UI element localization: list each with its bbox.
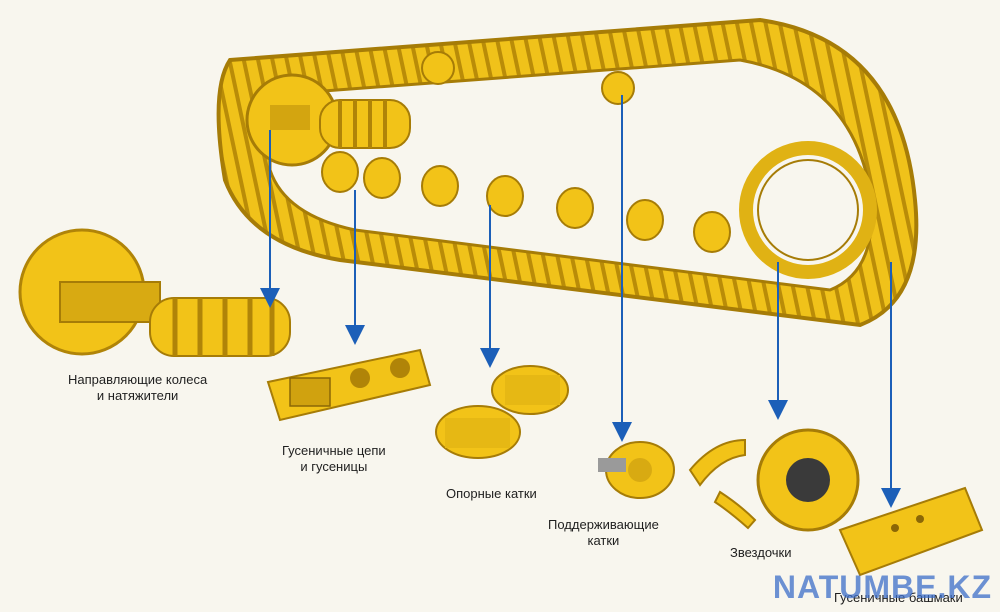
- label-carrier-rollers: Поддерживающие катки: [548, 517, 659, 549]
- chain-link-part: [266, 348, 432, 422]
- label-chains-line1: Гусеничные цепи: [282, 443, 386, 458]
- label-carrier-rollers-line2: катки: [587, 533, 620, 548]
- top-carrier-roller-2: [601, 71, 635, 105]
- label-chains-line2: и гусеницы: [300, 459, 368, 474]
- watermark: NATUMBE.KZ: [772, 569, 992, 605]
- carrier-roller-part: [598, 441, 675, 499]
- track-shoe-part: [838, 486, 984, 577]
- label-sprockets: Звездочки: [730, 545, 791, 561]
- callout-arrows: [260, 95, 901, 508]
- bottom-track-rollers: [321, 151, 731, 253]
- label-carrier-rollers-line1: Поддерживающие: [548, 517, 659, 532]
- label-shoes: Гусеничные башмаки: [834, 590, 963, 606]
- track-assembly: [216, 17, 919, 328]
- label-idler: Направляющие колеса и натяжители: [68, 372, 207, 404]
- top-carrier-roller-1: [421, 51, 455, 85]
- label-idler-line1: Направляющие колеса: [68, 372, 208, 387]
- label-track-rollers-line1: Опорные катки: [446, 486, 537, 501]
- track-spring: [319, 99, 411, 149]
- label-idler-line2: и натяжители: [96, 388, 179, 403]
- label-shoes-line1: Гусеничные башмаки: [834, 590, 963, 605]
- label-chains: Гусеничные цепи и гусеницы: [282, 443, 386, 475]
- label-sprockets-line1: Звездочки: [730, 545, 792, 560]
- sprocket-parts: [688, 428, 860, 532]
- track-roller-parts: [435, 365, 569, 459]
- label-track-rollers: Опорные катки: [446, 486, 537, 502]
- track-sprocket: [739, 141, 877, 279]
- idler-tensioner-part: [18, 228, 291, 357]
